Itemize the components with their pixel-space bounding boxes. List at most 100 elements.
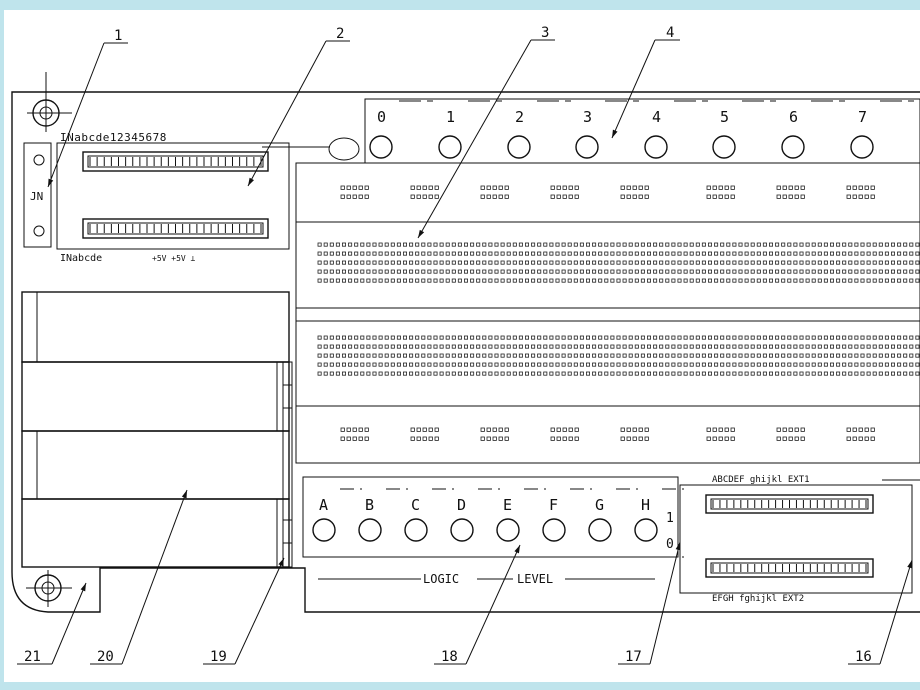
ext-socket-upper[interactable]	[705, 494, 874, 514]
level-label: LEVEL	[517, 572, 553, 586]
callout-number: 3	[541, 25, 549, 41]
ext-socket-top-label: ABCDEF ghijkl EXT1	[712, 475, 810, 485]
output-led-label: 4	[652, 108, 661, 126]
callout-1: 1	[47, 28, 128, 188]
logic-zero-label: 0	[666, 537, 674, 552]
logic-switch-label: H	[641, 496, 650, 514]
output-led-label: 0	[377, 108, 386, 126]
callout-number: 21	[24, 649, 41, 665]
output-led-7: 7	[850, 100, 914, 159]
output-led-lamp	[369, 135, 393, 159]
ext-socket-lower[interactable]	[705, 558, 874, 578]
callout-number: 20	[97, 649, 114, 665]
callout-number: 17	[625, 649, 642, 665]
callout-18: 18	[434, 544, 521, 665]
ic-socket-lower-slot	[87, 222, 264, 235]
callout-number: 2	[336, 26, 344, 42]
logic-switch-knob[interactable]	[496, 518, 520, 542]
output-led-5: 5	[712, 100, 776, 159]
output-led-lamp	[850, 135, 874, 159]
output-led-lamp	[644, 135, 668, 159]
logic-switch-g[interactable]: G	[588, 488, 638, 558]
callout-16: 16	[848, 559, 913, 665]
battery-connector-strip	[282, 361, 293, 568]
logic-label: LOGIC	[423, 572, 459, 586]
output-led-label: 1	[446, 108, 455, 126]
jn-terminal-bottom[interactable]	[33, 225, 45, 237]
logic-switch-e[interactable]: E	[496, 488, 546, 558]
callout-2: 2	[247, 26, 350, 187]
logic-switch-knob[interactable]	[542, 518, 566, 542]
socket-bottom-label: INabcde	[60, 253, 102, 264]
callout-number: 16	[855, 649, 872, 665]
ext-socket-lower-slot	[710, 562, 869, 574]
logic-switch-knob[interactable]	[404, 518, 428, 542]
ext-socket-lower-pins	[712, 564, 867, 572]
callout-number: 1	[114, 28, 122, 44]
logic-switch-label: B	[365, 496, 374, 514]
breadboard-holes	[317, 185, 920, 441]
logic-switch-label: G	[595, 496, 604, 514]
callout-3: 3	[417, 25, 555, 239]
logic-switch-knob[interactable]	[588, 518, 612, 542]
ic-socket-lower[interactable]	[82, 218, 269, 239]
output-led-lamp	[781, 135, 805, 159]
logic-switch-label: A	[319, 496, 328, 514]
board-outline	[11, 91, 920, 613]
logic-switch-f[interactable]: F	[542, 488, 592, 558]
output-led-4: 4	[644, 100, 708, 159]
logic-switch-label: D	[457, 496, 466, 514]
logic-switch-label: C	[411, 496, 420, 514]
callout-21: 21	[17, 582, 87, 665]
logic-switch-label: F	[549, 496, 558, 514]
battery-compartments	[21, 291, 290, 568]
socket-top-label: INabcde12345678	[60, 131, 167, 144]
output-led-label: 5	[720, 108, 729, 126]
jn-label: JN	[30, 190, 43, 203]
output-led-lamp	[507, 135, 531, 159]
ext-socket-upper-pins	[712, 500, 867, 508]
callout-17: 17	[618, 541, 681, 665]
mounting-hole-top	[27, 72, 72, 132]
ic-socket-upper[interactable]	[82, 151, 269, 172]
ext-socket-panel	[679, 484, 913, 594]
output-led-lamp	[712, 135, 736, 159]
socket-bottom-symbols: +5V +5V ⊥	[152, 254, 196, 263]
ic-socket-panel	[56, 142, 290, 250]
output-led-2: 2	[507, 100, 571, 159]
ext-socket-upper-slot	[710, 498, 869, 510]
output-led-label: 3	[583, 108, 592, 126]
output-led-label: 6	[789, 108, 798, 126]
callout-number: 19	[210, 649, 227, 665]
output-led-lamp	[575, 135, 599, 159]
jn-terminal-top[interactable]	[33, 154, 45, 166]
ic-socket-lower-pins	[89, 224, 262, 233]
breadboard-frame	[295, 162, 920, 464]
logic-switch-h[interactable]: H	[634, 488, 684, 558]
output-led-0: 0	[369, 100, 433, 159]
ic-socket-upper-slot	[87, 155, 264, 168]
callout-20: 20	[90, 489, 188, 665]
logic-switch-knob[interactable]	[634, 518, 658, 542]
ic-socket-upper-pins	[89, 157, 262, 166]
logic-switch-knob[interactable]	[358, 518, 382, 542]
logic-switch-b[interactable]: B	[358, 488, 408, 558]
output-led-6: 6	[781, 100, 845, 159]
logic-switch-a[interactable]: A	[312, 488, 362, 558]
output-led-label: 2	[515, 108, 524, 126]
callout-number: 18	[441, 649, 458, 665]
logic-switch-c[interactable]: C	[404, 488, 454, 558]
logic-switch-label: E	[503, 496, 512, 514]
logic-switch-knob[interactable]	[312, 518, 336, 542]
logic-one-label: 1	[666, 511, 674, 526]
logic-switch-d[interactable]: D	[450, 488, 500, 558]
logic-switch-row: A B C D E F G H	[312, 488, 684, 558]
output-led-row: 0 1 2 3 4 5 6 7	[369, 100, 914, 159]
callout-19: 19	[203, 557, 285, 665]
jn-block	[23, 142, 52, 248]
logic-switch-knob[interactable]	[450, 518, 474, 542]
callout-number: 4	[666, 25, 674, 41]
